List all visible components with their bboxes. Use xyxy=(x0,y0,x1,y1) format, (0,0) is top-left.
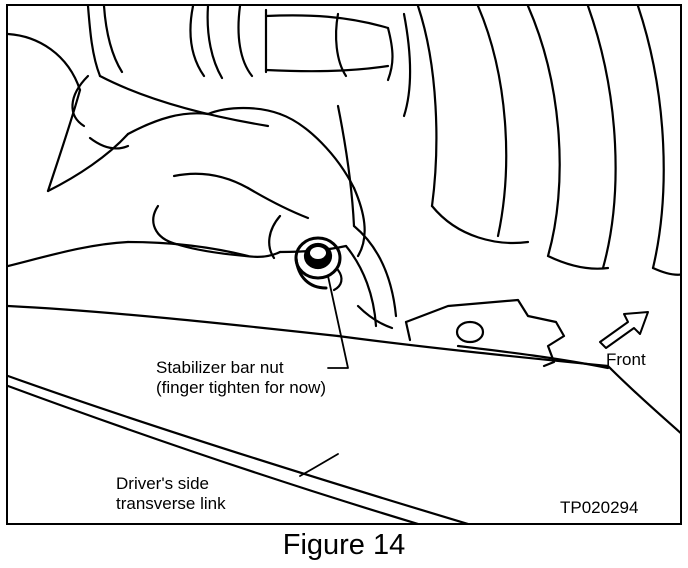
nut-callout-line2: (finger tighten for now) xyxy=(156,378,327,397)
figure-caption: Figure 14 xyxy=(282,529,406,561)
link-callout: Driver's side transverse link xyxy=(116,474,226,514)
hand-drawing xyxy=(8,32,366,268)
nut-leader-line xyxy=(327,275,349,369)
bracket-drawing xyxy=(344,224,566,368)
front-label: Front xyxy=(606,350,646,369)
cv-boot-drawing xyxy=(71,6,680,276)
arrow-up-right-icon xyxy=(599,311,649,349)
nut-callout: Stabilizer bar nut (finger tighten for n… xyxy=(156,358,326,398)
transverse-link-drawing xyxy=(8,304,680,523)
stabilizer-nut-drawing xyxy=(294,236,343,292)
illustration xyxy=(8,6,680,523)
leader-lines xyxy=(299,275,349,477)
link-callout-line2: transverse link xyxy=(116,494,226,513)
nut-callout-line1: Stabilizer bar nut xyxy=(156,358,284,377)
figure-code: TP020294 xyxy=(560,498,639,517)
link-leader-line xyxy=(299,453,339,477)
figure-frame: Stabilizer bar nut (finger tighten for n… xyxy=(6,4,682,525)
link-callout-line1: Driver's side xyxy=(116,474,209,493)
